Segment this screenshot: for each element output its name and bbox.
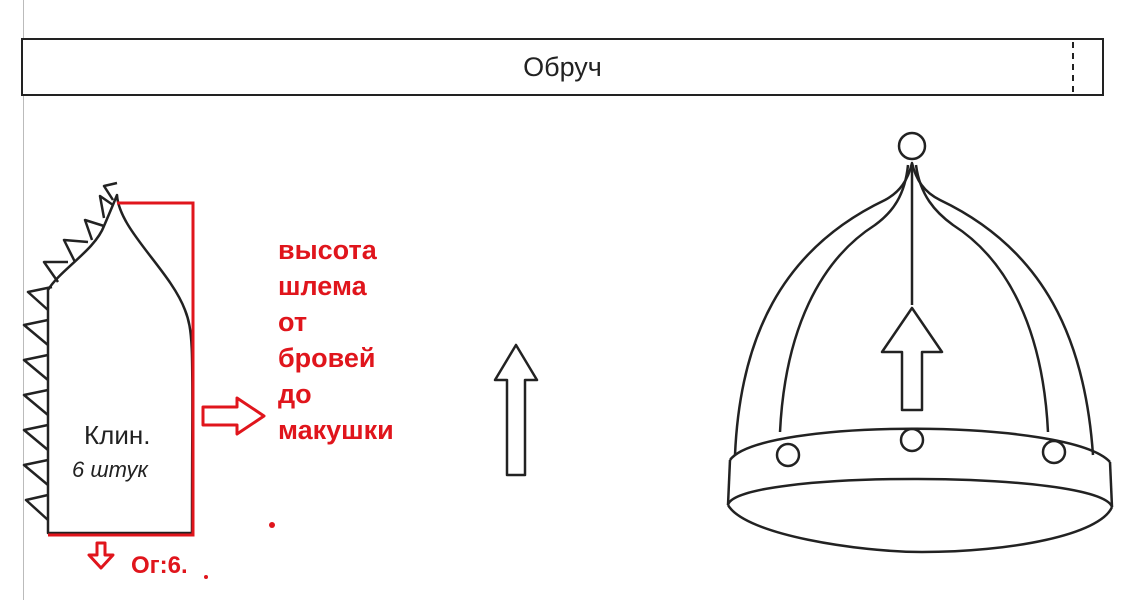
red-dot-small [204,575,208,579]
height-note-line: шлема [278,271,367,301]
helmet-band-right [1108,461,1114,508]
helmet-rivet-right [1041,439,1067,465]
helmet-rivet-center [899,427,925,453]
arrow-up-icon [493,343,539,477]
height-note: высота шлема от бровей до макушки [278,232,394,448]
red-bounding-lines [48,201,195,537]
height-note-line: до [278,379,312,409]
helmet-dome-outer [733,161,1095,456]
helmet-band-left [726,459,732,506]
height-note-line: бровей [278,343,376,373]
wedge-title: Клин. [84,420,151,450]
helmet-band-bottom [726,477,1114,508]
girth-note: Ог:6. [131,552,188,579]
hoop-seam-line [1072,42,1074,92]
helmet-drawing [726,131,1114,554]
hoop-strip: Обруч [21,38,1104,96]
helmet-rib-left [778,164,910,433]
wedge-pattern [22,181,194,535]
helmet-knob [897,131,927,161]
scan-edge-line [23,0,24,600]
height-note-line: от [278,307,308,337]
height-note-line: высота [278,235,377,265]
height-note-line: макушки [278,415,394,445]
wedge-count: 6 штук [72,457,148,482]
hoop-label: Обруч [523,51,602,82]
helmet-rim [726,504,1114,554]
helmet-arrow-up-icon [880,306,944,412]
wedge-teeth [22,181,118,521]
helmet-rivet-left [775,442,801,468]
red-dot [269,522,275,528]
helmet-rib-right [914,164,1050,433]
arrow-right-icon [201,396,266,436]
arrow-down-icon [87,541,115,570]
